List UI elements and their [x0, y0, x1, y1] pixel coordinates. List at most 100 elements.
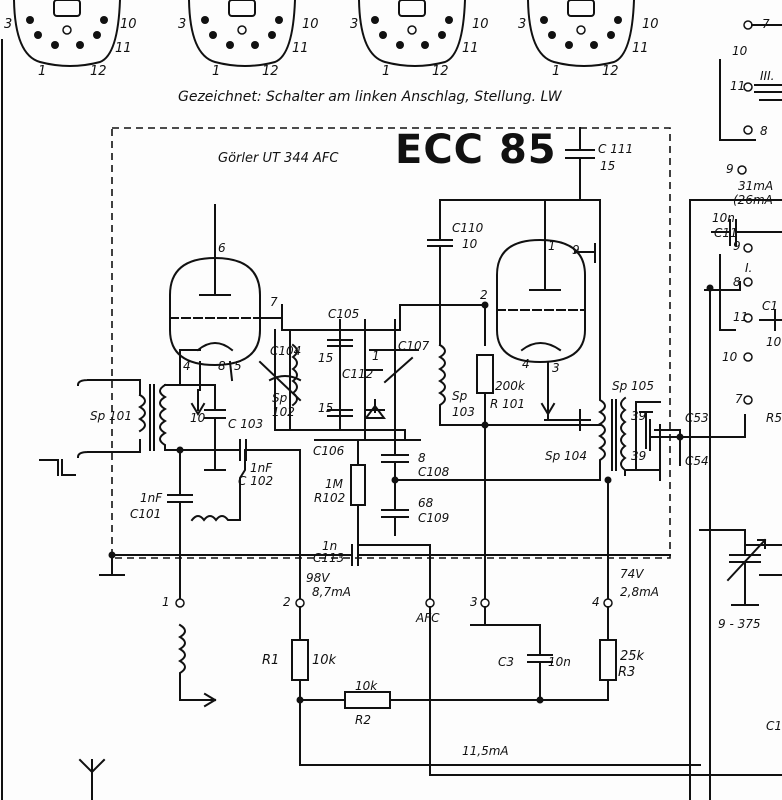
c102-label: C 102 [238, 474, 274, 488]
switch-pin-8: 8 [760, 124, 768, 138]
r102-value: 1M [325, 477, 343, 491]
sp103-number: 103 [452, 405, 475, 419]
c102-value: 1nF [250, 461, 273, 475]
tube-socket-2 [187, 0, 297, 67]
c108-label: C108 [418, 465, 450, 479]
wafer-i-pin-11: 11 [733, 310, 749, 324]
socket-2-pin-1: 1 [212, 64, 221, 79]
maker-label: Görler UT 344 AFC [218, 151, 339, 166]
c103-value: 10 [190, 411, 206, 425]
c53-label: C53 [685, 411, 709, 425]
pin-8: 8 [218, 359, 226, 373]
socket-2-pin-left: 3 [178, 17, 187, 32]
terminal-4: 4 [592, 595, 600, 609]
c106-label: C106 [313, 444, 345, 458]
tuning-cap-value: 9 - 375 [718, 617, 761, 631]
pin-1: 1 [548, 239, 556, 253]
sp104-label: Sp 104 [545, 449, 587, 463]
c109-value: 68 [418, 496, 434, 510]
current-total: 11,5mA [462, 744, 509, 758]
socket-4-pin-1: 1 [552, 64, 561, 79]
sp102-number: 102 [272, 405, 295, 419]
wafer-i: I. [745, 261, 753, 275]
socket-3-pin-left: 3 [350, 17, 359, 32]
wafer-i-pin-10: 10 [722, 350, 738, 364]
terminal-2: 2 [283, 595, 291, 609]
c111-label: C 111 [598, 142, 634, 156]
c113-value: 1n [322, 539, 338, 553]
c105-label: C105 [328, 307, 360, 321]
socket-1-pin-1: 1 [38, 64, 47, 79]
cut-label-10: 10 [766, 335, 782, 349]
c53-value: 39 [631, 409, 647, 423]
c107-label: C107 [398, 339, 430, 353]
current-26ma: (26mA [733, 193, 773, 207]
c3-label: C3 [498, 655, 515, 669]
c54-label: C54 [685, 454, 709, 468]
r101-label: R 101 [490, 397, 526, 411]
switch-pin-9: 9 [726, 162, 734, 176]
c109-label: C109 [418, 511, 450, 525]
r101-value: 200k [495, 379, 525, 393]
wafer-i-pin-9: 9 [733, 239, 741, 253]
caption: Gezeichnet: Schalter am linken Anschlag,… [178, 89, 562, 105]
sp102-label: Sp [272, 391, 288, 405]
c11-value: 10n [712, 211, 735, 225]
tube-type: ECC 85 [395, 127, 557, 173]
socket-1-pin-right: 10 [120, 17, 137, 32]
c3-value: 10n [548, 655, 571, 669]
pin-2: 2 [480, 288, 488, 302]
c105-value-15a: 15 [318, 351, 334, 365]
sp103-label: Sp [452, 389, 468, 403]
tube-socket-1 [12, 0, 122, 67]
c108-value: 8 [418, 451, 426, 465]
c101-value: 1nF [140, 491, 163, 505]
terminal-3: 3 [470, 595, 478, 609]
c101-label: C101 [130, 507, 162, 521]
c11-label: C11 [714, 226, 738, 240]
c110-value: 10 [462, 237, 478, 251]
socket-1-pin-12: 12 [90, 64, 107, 79]
socket-2-pin-12: 12 [262, 64, 279, 79]
r3-label: R3 [618, 665, 636, 680]
cut-label-c1b: C1 [766, 719, 782, 733]
wafer-i-pin-8: 8 [733, 275, 741, 289]
socket-2-pin-11: 11 [292, 41, 309, 56]
voltage-74v: 74V [620, 567, 644, 581]
r1-label: R1 [262, 653, 280, 668]
pin-6: 6 [218, 241, 226, 255]
socket-2-pin-right: 10 [302, 17, 319, 32]
pin-4b: 4 [522, 357, 530, 371]
socket-4-pin-12: 12 [602, 64, 619, 79]
tube-socket-4 [526, 0, 636, 67]
socket-3-pin-12: 12 [432, 64, 449, 79]
c111-value: 15 [600, 159, 616, 173]
switch-pin-7: 7 [762, 17, 770, 31]
socket-3-pin-right: 10 [472, 17, 489, 32]
pin-5: 5 [234, 359, 242, 373]
pin-7: 7 [270, 295, 278, 309]
r3-value: 25k [620, 649, 645, 664]
current-8-7ma: 8,7mA [312, 585, 351, 599]
pin-9: 9 [572, 243, 580, 257]
r1-value: 10k [312, 653, 337, 668]
afc-label: AFC [416, 611, 440, 625]
socket-1-pin-left: 3 [4, 17, 13, 32]
triode-right [496, 199, 596, 431]
socket-4-pin-11: 11 [632, 41, 649, 56]
switch-pin-10: 10 [732, 44, 748, 58]
socket-3-pin-1: 1 [382, 64, 391, 79]
sp101-label: Sp 101 [90, 409, 132, 423]
c110-label: C110 [452, 221, 484, 235]
shield-box [111, 127, 671, 559]
c106-value-15b: 15 [318, 401, 334, 415]
socket-3-pin-11: 11 [462, 41, 479, 56]
c112-number: 1 [372, 349, 380, 363]
pin-3: 3 [552, 361, 560, 375]
c113-label: C113 [313, 551, 345, 565]
terminal-1: 1 [162, 595, 170, 609]
current-31ma: 31mA [738, 179, 774, 193]
r5-label: R5 [766, 411, 782, 425]
pin-4: 4 [183, 359, 191, 373]
